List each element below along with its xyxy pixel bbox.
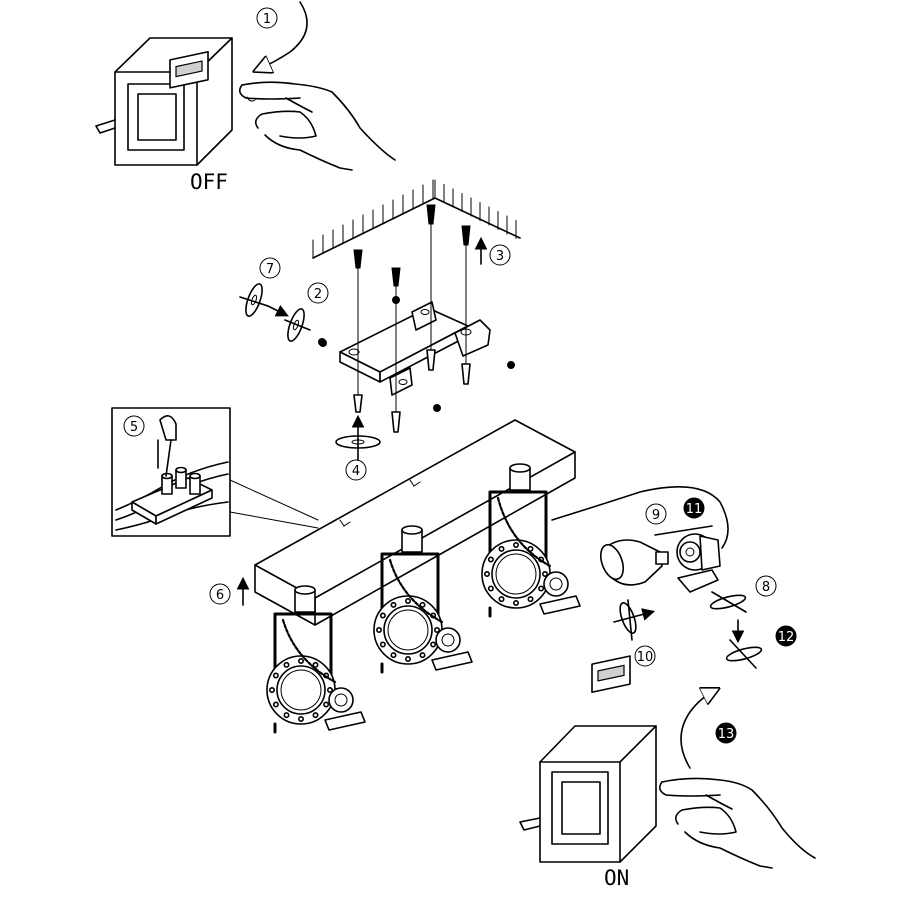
step-13-arrow: 13 [680, 690, 737, 769]
terminal-block-inset: 5 [111, 407, 319, 537]
step-6-arrow: 6 [209, 576, 250, 606]
step-2-label: 2 [314, 287, 322, 302]
step-11-lampholder: 11 [654, 497, 721, 593]
step-6-label: 6 [216, 588, 224, 603]
step-4-label: 4 [352, 464, 360, 479]
hand-off-icon [238, 81, 396, 171]
step-3-arrow: 3 [474, 236, 511, 266]
step-10-label: 10 [637, 650, 654, 665]
switch-off-label: OFF [190, 170, 228, 194]
step-2-washer: 2 [284, 282, 329, 346]
step-1-marker: 1 [256, 7, 278, 29]
switch-on-label: ON [604, 866, 630, 890]
spotlight-head-3 [481, 463, 581, 618]
spotlight-head-2 [373, 525, 473, 674]
ceiling-screws [319, 204, 515, 433]
step-7-label: 7 [266, 262, 274, 277]
step-8-label: 8 [762, 580, 770, 595]
step-1-arrow [257, 1, 308, 70]
step-5-label: 5 [130, 420, 138, 435]
step-12-ring: 12 [725, 625, 797, 669]
step-4-disc: 4 [335, 414, 381, 481]
step-12-label: 12 [778, 630, 795, 645]
switch-on-box [519, 655, 657, 863]
mounting-bracket [339, 301, 491, 396]
step-8-ring: 8 [709, 575, 777, 644]
step-7-washer: 7 [239, 257, 289, 317]
power-cable [551, 486, 729, 549]
step-1-label: 1 [263, 12, 271, 27]
step-3-label: 3 [496, 249, 504, 264]
switch-off-box [95, 37, 233, 166]
step-11-label: 11 [686, 502, 703, 517]
step-13-label: 13 [718, 727, 735, 742]
hand-on-icon [658, 777, 816, 869]
step-10-ring: 10 [613, 599, 656, 667]
step-9-label: 9 [652, 508, 660, 523]
spotlight-head-1 [266, 585, 366, 734]
ceiling-hatch [312, 179, 521, 259]
step-9-bulb: 9 [599, 503, 669, 586]
